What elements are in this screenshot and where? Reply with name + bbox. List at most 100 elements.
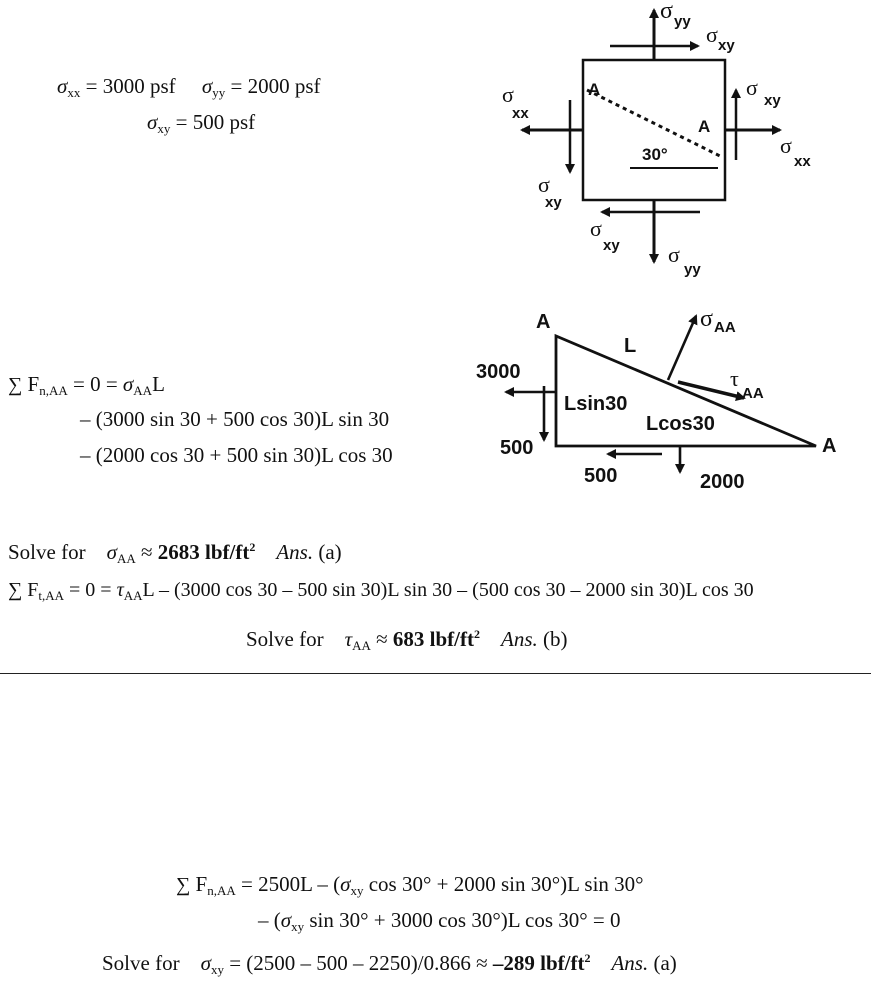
label-a-right: A xyxy=(698,117,710,136)
label-sigma-top: σ xyxy=(660,0,673,24)
eq2-f: F xyxy=(27,579,39,601)
eq3-line2-sub: xy xyxy=(291,919,305,934)
eq2-f-sub: t,AA xyxy=(38,588,65,603)
label-xx-right: xx xyxy=(794,153,811,170)
label-aa-sigma: AA xyxy=(714,319,736,336)
solve-b-prefix: Solve for xyxy=(246,627,324,651)
section-divider xyxy=(0,673,871,674)
label-tau-aa: τ xyxy=(730,366,739,391)
eq1-l: L xyxy=(152,372,165,396)
solve-c-expr: = (2500 – 500 – 2250)/0.866 ≈ xyxy=(223,951,493,975)
solve-a-prefix: Solve for xyxy=(8,540,86,564)
eq3-part2: cos 30° + 2000 sin 30°)L sin 30° xyxy=(363,872,644,896)
wedge-free-body-figure: A A L σ AA τ AA 3000 500 500 2000 Lsin30… xyxy=(476,306,836,493)
solve-c-tag: (a) xyxy=(648,951,677,975)
eq3-line-2: – (σxy sin 30° + 3000 cos 30°)L cos 30° … xyxy=(258,908,621,939)
label-yy-bottom: yy xyxy=(684,261,701,278)
solve-a-ans: Ans. xyxy=(276,540,314,564)
label-sigma-left: σ xyxy=(502,82,514,107)
label-xy-top: xy xyxy=(718,37,735,54)
label-a-top: A xyxy=(536,311,550,333)
label-lcos30: Lcos30 xyxy=(646,413,715,435)
solve-c-exp: 2 xyxy=(584,951,591,965)
eq1-line-3: – (2000 cos 30 + 500 sin 30)L cos 30 xyxy=(80,443,393,467)
label-2000: 2000 xyxy=(700,471,745,493)
eq1-sigma-sub: AA xyxy=(133,383,153,398)
label-tau-top: σ xyxy=(706,22,718,47)
label-3000: 3000 xyxy=(476,361,521,383)
sigma-yy-subscript: yy xyxy=(212,85,226,100)
solve-a-exp: 2 xyxy=(249,540,256,554)
label-lsin30: Lsin30 xyxy=(564,393,627,415)
label-sigma-aa: σ xyxy=(700,306,713,332)
eq2-rest: L – (3000 cos 30 – 500 sin 30)L sin 30 –… xyxy=(142,579,754,601)
label-sigma-right-xx: σ xyxy=(780,133,792,158)
eq2-eq-zero: = 0 = xyxy=(64,579,117,601)
solve-a-tag: (a) xyxy=(313,540,342,564)
label-angle: 30° xyxy=(642,145,668,164)
sigma-xy-symbol: σ xyxy=(147,110,158,134)
plane-aa-dashed xyxy=(586,88,721,158)
eq1-eq-zero: = 0 = xyxy=(67,372,123,396)
eq3-line-1: ∑ Fn,AA = 2500L – (σxy cos 30° + 2000 si… xyxy=(176,872,644,903)
sigma-aa-arrow xyxy=(666,314,698,381)
eq3-part1: = 2500L – ( xyxy=(235,872,341,896)
label-sigma-bottom-xy: σ xyxy=(590,216,602,241)
sigma-yy-value: = 2000 psf xyxy=(230,74,321,98)
label-sigma-left-xy: σ xyxy=(538,172,550,197)
solve-c-ans: Ans. xyxy=(611,951,649,975)
eq1-line-1: ∑ Fn,AA = 0 = σAAL xyxy=(8,372,165,403)
solve-tau-aa-line: Solve for τAA ≈ 683 lbf/ft2 Ans. (b) xyxy=(246,622,568,658)
stress-element-figure: σ yy σ xy σ xx A A 30° σ xy σ xx σ xy σ … xyxy=(502,0,811,278)
eq3-sigma: σ xyxy=(340,872,351,896)
eq3-sigma-sub: xy xyxy=(350,883,364,898)
solve-a-approx: ≈ xyxy=(135,540,158,564)
label-a-tip: A xyxy=(822,435,836,457)
label-xy-right: xy xyxy=(764,92,781,109)
label-yy-top: yy xyxy=(674,13,691,30)
solve-sigma-xy-line: Solve for σxy = (2500 – 500 – 2250)/0.86… xyxy=(102,946,677,982)
label-xy-bottom: xy xyxy=(603,237,620,254)
label-aa-tau: AA xyxy=(742,385,764,402)
label-l: L xyxy=(624,335,636,357)
eq2-line: ∑ Ft,AA = 0 = τAAL – (3000 cos 30 – 500 … xyxy=(8,578,754,608)
solve-sigma-aa-line: Solve for σAA ≈ 2683 lbf/ft2 Ans. (a) xyxy=(8,535,342,571)
solve-b-tag: (b) xyxy=(537,627,568,651)
sigma-xy-value: = 500 psf xyxy=(175,110,256,134)
solve-b-exp: 2 xyxy=(474,627,480,641)
label-500-left: 500 xyxy=(500,437,533,459)
solve-b-value: 683 lbf/ft xyxy=(392,627,474,651)
eq3-sum-symbol: ∑ xyxy=(176,874,191,896)
label-sigma-bottom-yy: σ xyxy=(668,242,680,267)
eq1-sigma: σ xyxy=(122,372,134,396)
eq3-f: F xyxy=(195,872,208,896)
eq1-line-2: – (3000 sin 30 + 500 cos 30)L sin 30 xyxy=(80,407,390,431)
label-500-bottom: 500 xyxy=(584,465,617,487)
solve-b-ans: Ans. xyxy=(501,627,538,651)
sigma-xy-subscript: xy xyxy=(157,121,171,136)
tau-aa-arrow xyxy=(677,380,746,401)
label-xx-left: xx xyxy=(512,105,529,122)
eq1-f-sub: n,AA xyxy=(39,383,68,398)
solve-a-value: 2683 lbf/ft xyxy=(157,540,250,564)
eq1-f: F xyxy=(27,372,40,396)
solve-b-sub: AA xyxy=(352,638,371,653)
eq3-line2-post: sin 30° + 3000 cos 30°)L cos 30° = 0 xyxy=(304,908,621,932)
solve-a-sub: AA xyxy=(116,551,136,566)
sigma-xx-value: = 3000 psf xyxy=(85,74,176,98)
sigma-xx-subscript: xx xyxy=(67,85,81,100)
solve-b-approx: ≈ xyxy=(370,627,393,651)
sigma-yy-symbol: σ xyxy=(201,74,213,98)
label-xy-left: xy xyxy=(545,194,562,211)
solve-c-sub: xy xyxy=(210,962,224,977)
solve-c-value: –289 lbf/ft xyxy=(492,951,585,975)
sigma-xx-symbol: σ xyxy=(57,74,68,98)
eq2-tau: τ xyxy=(116,579,124,601)
eq2-sum-symbol: ∑ xyxy=(8,579,23,601)
solve-a-sigma: σ xyxy=(106,540,117,564)
eq3-line2-pre: – ( xyxy=(258,908,281,932)
given-line-1: σxx = 3000 psf σyy = 2000 psf xyxy=(57,74,321,105)
solve-c-sigma: σ xyxy=(200,951,211,975)
eq2-tau-sub: AA xyxy=(123,588,143,603)
label-a-left: A xyxy=(588,80,600,99)
